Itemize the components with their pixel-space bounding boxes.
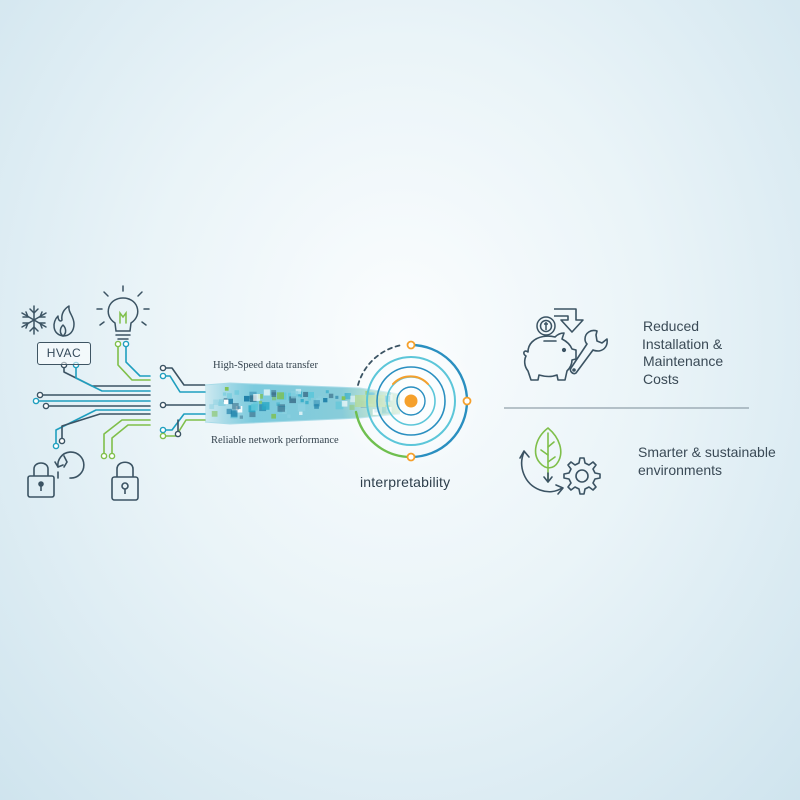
data-pixel bbox=[313, 400, 320, 407]
benefit-line: Smarter & sustainable bbox=[638, 444, 776, 460]
data-pixel bbox=[335, 401, 344, 410]
data-pixel bbox=[237, 406, 241, 410]
data-pixel bbox=[218, 401, 223, 406]
data-pixel bbox=[259, 400, 263, 404]
benefit-cost-reduction: Reduced Installation & Maintenance Costs bbox=[642, 318, 724, 388]
flame-icon bbox=[53, 305, 75, 337]
data-pixel bbox=[305, 400, 309, 405]
data-pixel bbox=[272, 396, 277, 401]
data-pixel bbox=[235, 406, 243, 413]
circuit-traces bbox=[35, 343, 206, 457]
data-pixel bbox=[258, 394, 263, 399]
data-pixel bbox=[325, 390, 329, 394]
data-pixel bbox=[316, 398, 322, 404]
benefit-line: Reduced bbox=[643, 318, 700, 334]
data-pixel bbox=[289, 396, 296, 404]
data-pixel bbox=[253, 394, 261, 401]
padlock-icon bbox=[27, 462, 55, 498]
data-pixel bbox=[234, 390, 240, 395]
data-pixel bbox=[323, 398, 328, 403]
data-pixel bbox=[251, 403, 258, 411]
data-pixel bbox=[227, 398, 233, 405]
cycle-arrows-icon bbox=[519, 450, 564, 495]
benefit-line: Installation & bbox=[642, 335, 723, 352]
coin-icon bbox=[536, 316, 556, 336]
data-pixel bbox=[287, 414, 291, 418]
data-pixel bbox=[230, 410, 238, 417]
core-label: interpretability bbox=[360, 474, 451, 490]
data-pixel bbox=[244, 395, 250, 402]
data-pixel bbox=[222, 392, 227, 396]
data-pixel bbox=[226, 393, 232, 399]
data-pixel bbox=[271, 413, 276, 419]
data-pixel bbox=[277, 392, 284, 400]
data-pixel bbox=[209, 404, 215, 409]
benefit-line: Costs bbox=[643, 370, 679, 387]
data-pixel bbox=[328, 393, 334, 399]
data-pixel bbox=[296, 391, 303, 398]
data-pixel bbox=[213, 399, 219, 405]
data-pixel bbox=[296, 396, 301, 400]
data-pixel bbox=[335, 395, 339, 399]
data-pixel bbox=[249, 411, 256, 418]
data-pixel bbox=[308, 392, 314, 398]
keyhole-lock-icon bbox=[111, 461, 139, 501]
gauge-lock-icon bbox=[54, 451, 85, 479]
data-pixel bbox=[290, 391, 299, 399]
data-pixel bbox=[232, 403, 239, 410]
data-pixel bbox=[271, 392, 277, 397]
data-pixel bbox=[261, 402, 270, 410]
data-pixel bbox=[224, 387, 229, 391]
hvac-label: HVAC bbox=[37, 342, 91, 365]
data-pixel bbox=[297, 403, 306, 412]
transfer-bottom-label: Reliable network performance bbox=[211, 435, 339, 446]
data-pixel bbox=[277, 404, 285, 412]
snowflake-icon bbox=[21, 305, 47, 335]
benefit-line: Maintenance bbox=[643, 353, 724, 369]
down-arrow-icon bbox=[554, 308, 584, 333]
data-pixel bbox=[239, 415, 243, 419]
benefit-sustainability: Smarter & sustainable environments bbox=[638, 444, 776, 479]
gear-icon bbox=[563, 457, 601, 495]
data-pixel bbox=[303, 391, 309, 397]
data-pixel bbox=[318, 395, 322, 400]
data-pixel bbox=[295, 388, 301, 395]
piggy-bank-icon bbox=[523, 332, 577, 381]
transfer-top-label: High-Speed data transfer bbox=[213, 360, 318, 371]
data-pixel bbox=[276, 402, 280, 406]
data-pixel bbox=[263, 389, 270, 396]
benefit-line: environments bbox=[638, 461, 723, 478]
data-pixel bbox=[300, 399, 304, 403]
interpretability-hub bbox=[341, 331, 481, 471]
data-pixel bbox=[211, 411, 218, 417]
lightbulb-icon bbox=[96, 285, 150, 340]
wrench-icon bbox=[569, 329, 608, 375]
data-pixel bbox=[226, 408, 232, 415]
data-pixel bbox=[314, 404, 319, 409]
data-pixel bbox=[223, 399, 229, 405]
hub-nodes bbox=[406, 340, 472, 462]
data-pixel bbox=[307, 397, 311, 401]
data-pixel bbox=[299, 411, 303, 415]
